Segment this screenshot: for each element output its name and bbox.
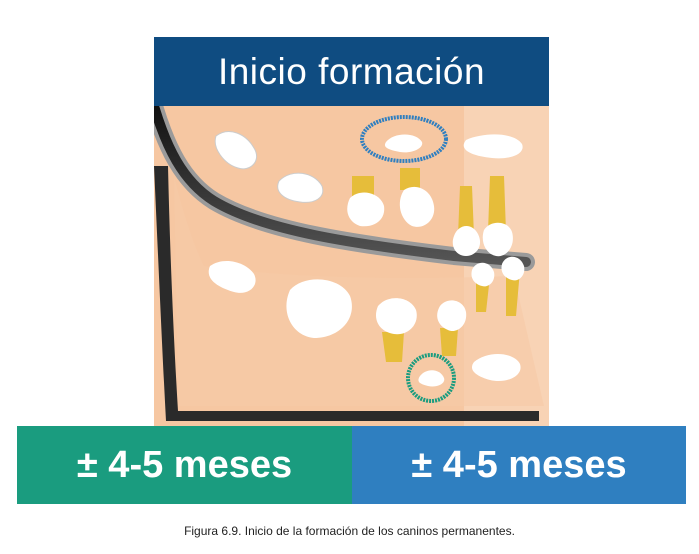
- dental-illustration: [154, 106, 549, 426]
- figure-title-bar: Inicio formación: [154, 37, 549, 106]
- lower-molar-1: [208, 260, 256, 293]
- lower-premolar-1: [375, 298, 417, 335]
- upper-root-1: [352, 176, 374, 196]
- lower-canine-circle: [406, 353, 456, 403]
- right-duration-bar: ± 4-5 meses: [352, 426, 686, 504]
- lower-root-4: [506, 270, 520, 316]
- lower-premolar-2: [437, 300, 467, 332]
- left-duration-bar: ± 4-5 meses: [17, 426, 352, 504]
- lower-teeth: [208, 256, 525, 382]
- left-duration-label: ± 4-5 meses: [76, 443, 293, 486]
- lower-canine-bud: [418, 370, 445, 387]
- right-duration-label: ± 4-5 meses: [411, 443, 627, 486]
- lower-incisor: [501, 256, 525, 281]
- upper-root-3: [458, 186, 474, 236]
- lower-right-bud: [471, 353, 521, 382]
- upper-right-bud: [463, 134, 523, 159]
- upper-molar-1: [214, 131, 258, 170]
- lower-root-1: [382, 332, 404, 362]
- upper-incisor: [482, 222, 513, 257]
- upper-premolar-2: [399, 186, 435, 227]
- lower-canine: [471, 262, 495, 287]
- lower-molar-2: [286, 279, 352, 338]
- upper-molar-2: [277, 172, 324, 203]
- upper-root-4: [488, 176, 506, 232]
- upper-teeth: [214, 131, 523, 257]
- jaw-curve: [154, 106, 531, 267]
- upper-canine-circle: [360, 115, 448, 163]
- upper-canine-bud: [384, 134, 423, 153]
- figure-caption: Figura 6.9. Inicio de la formación de lo…: [184, 524, 515, 538]
- upper-root-2: [400, 168, 420, 190]
- lower-root-2: [440, 328, 458, 356]
- upper-canine: [452, 225, 481, 256]
- upper-premolar-1: [347, 192, 385, 227]
- figure-title: Inicio formación: [217, 50, 486, 92]
